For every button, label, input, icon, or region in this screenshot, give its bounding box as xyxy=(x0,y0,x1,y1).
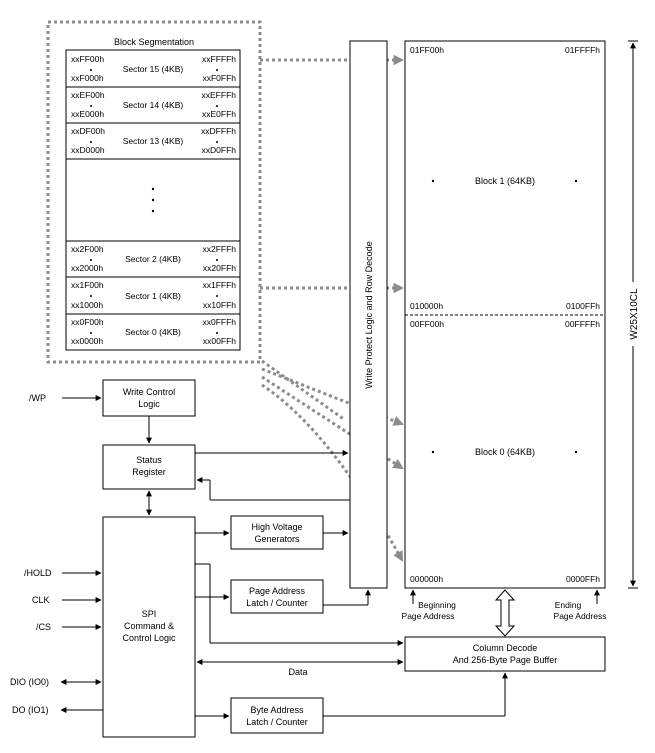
write-control-label: Logic xyxy=(138,399,160,409)
sector-end: xx20FFh xyxy=(203,263,236,273)
block0-bottom-right-address: 0000FFh xyxy=(566,574,600,584)
block1-label: Block 1 (64KB) xyxy=(475,176,535,186)
sector-end: xx00FFh xyxy=(203,336,236,346)
pin-clk-label: CLK xyxy=(32,595,50,605)
beginning-address-label: Beginning xyxy=(418,600,456,610)
column-decode-label: Column Decode xyxy=(473,643,538,653)
sector-15: xxFF00h xxF000h Sector 15 (4KB) xxFFFFh … xyxy=(71,54,236,83)
row-decode-block xyxy=(349,40,388,589)
page-address-label: Page Address xyxy=(249,586,306,596)
block0-label: Block 0 (64KB) xyxy=(475,447,535,457)
sector-end: xx0FFFh xyxy=(202,317,236,327)
byte-address-latch-block xyxy=(230,697,324,734)
write-control-label: Write Control xyxy=(123,387,175,397)
ending-address-label: Page Address xyxy=(554,611,607,621)
block1-bottom-right-address: 0100FFh xyxy=(566,301,600,311)
pin-wp-label: /WP xyxy=(29,393,46,403)
spi-label: Command & xyxy=(124,621,174,631)
pin-hold-label: /HOLD xyxy=(24,568,52,578)
column-decode-label: And 256-Byte Page Buffer xyxy=(453,655,557,665)
connections xyxy=(62,395,600,719)
sector-end: xxFFFFh xyxy=(202,54,236,64)
block1-top-right-address: 01FFFFh xyxy=(565,45,600,55)
sector-0: xx0F00h xx0000h Sector 0 (4KB) xx0FFFh x… xyxy=(71,317,236,346)
sector-start: xx2000h xyxy=(71,263,103,273)
block-0: 00FF00h 00FFFFh Block 0 (64KB) 000000h 0… xyxy=(410,319,600,584)
sector-end: xxF0FFh xyxy=(202,73,236,83)
column-decode-block xyxy=(404,636,606,672)
page-address-latch-block xyxy=(230,579,324,614)
sector-14: xxEF00h xxE000h Sector 14 (4KB) xxEFFFh … xyxy=(71,90,236,119)
pin-cs-label: /CS xyxy=(36,622,51,632)
status-register-label: Status xyxy=(136,455,162,465)
sector-1: xx1F00h xx1000h Sector 1 (4KB) xx1FFFh x… xyxy=(71,280,236,310)
spi-control-block xyxy=(102,516,196,738)
sector-start: xxD000h xyxy=(71,145,105,155)
status-register-block xyxy=(102,444,196,490)
sector-name: Sector 0 (4KB) xyxy=(125,327,181,337)
high-voltage-label: High Voltage xyxy=(251,522,302,532)
sector-end: xxEFFFh xyxy=(202,90,237,100)
sector-start: xx1000h xyxy=(71,300,103,310)
block0-top-right-address: 00FFFFh xyxy=(565,319,600,329)
page-address-label: Latch / Counter xyxy=(246,598,308,608)
sector-start: xxE000h xyxy=(71,109,104,119)
sector-end: xxE0FFh xyxy=(202,109,236,119)
spi-label: SPI xyxy=(142,609,157,619)
block-segmentation-title: Block Segmentation xyxy=(114,37,194,47)
chip-dimension: W25X10CL xyxy=(625,40,641,589)
sector-end: xx1FFFh xyxy=(202,280,236,290)
pin-do-label: DO (IO1) xyxy=(12,705,49,715)
chip-name: W25X10CL xyxy=(629,288,640,340)
high-voltage-label: Generators xyxy=(254,534,300,544)
write-control-logic-block xyxy=(102,379,196,417)
sector-start: xx2F00h xyxy=(71,244,104,254)
sector-start: xx0F00h xyxy=(71,317,104,327)
status-register-label: Register xyxy=(132,467,166,477)
sector-start: xx0000h xyxy=(71,336,103,346)
sector-name: Sector 14 (4KB) xyxy=(123,100,184,110)
byte-address-label: Latch / Counter xyxy=(246,717,308,727)
sector-start: xxDF00h xyxy=(71,126,105,136)
sector-2: xx2F00h xx2000h Sector 2 (4KB) xx2FFFh x… xyxy=(71,244,236,273)
sector-name: Sector 1 (4KB) xyxy=(125,291,181,301)
sector-start: xxFF00h xyxy=(71,54,104,64)
sector-end: xx10FFh xyxy=(203,300,236,310)
sector-end: xx2FFFh xyxy=(202,244,236,254)
pin-connections xyxy=(60,570,103,713)
sector-name: Sector 15 (4KB) xyxy=(123,64,184,74)
byte-address-label: Byte Address xyxy=(250,705,304,715)
spi-label: Control Logic xyxy=(122,633,176,643)
row-decode-label: Write Protect Logic and Row Decode xyxy=(364,241,374,388)
sector-end: xxD0FFh xyxy=(202,145,237,155)
data-bus-label: Data xyxy=(288,667,307,677)
sector-start: xxF000h xyxy=(71,73,104,83)
sector-start: xx1F00h xyxy=(71,280,104,290)
block0-bottom-left-address: 000000h xyxy=(410,574,443,584)
pin-dio-label: DIO (IO0) xyxy=(10,677,49,687)
sector-dividers xyxy=(66,86,240,315)
sector-end: xxDFFFh xyxy=(201,126,236,136)
beginning-address-label: Page Address xyxy=(402,611,455,621)
sector-start: xxEF00h xyxy=(71,90,105,100)
block0-top-left-address: 00FF00h xyxy=(410,319,444,329)
block1-bottom-left-address: 010000h xyxy=(410,301,443,311)
high-voltage-generators-block xyxy=(230,515,324,550)
sector-ellipsis xyxy=(151,187,155,213)
ending-address-label: Ending xyxy=(555,600,582,610)
block1-top-left-address: 01FF00h xyxy=(410,45,444,55)
sector-13: xxDF00h xxD000h Sector 13 (4KB) xxDFFFh … xyxy=(71,126,236,155)
block-1: 01FF00h 01FFFFh Block 1 (64KB) 010000h 0… xyxy=(410,45,600,311)
sector-name: Sector 13 (4KB) xyxy=(123,136,184,146)
sector-name: Sector 2 (4KB) xyxy=(125,254,181,264)
